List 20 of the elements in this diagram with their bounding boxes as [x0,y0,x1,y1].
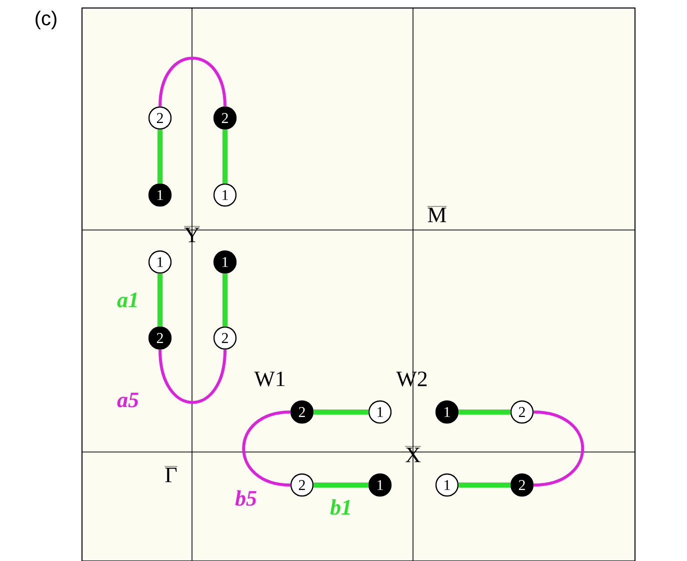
band-line [314,410,368,414]
band-label: b1 [330,499,350,515]
band-line [314,482,368,488]
panel-label: (c) [36,10,56,30]
point-label: Γ [164,466,178,482]
band-line [222,274,228,326]
band-line [458,410,510,414]
band-label: a1 [117,292,137,308]
point-label: W1 [254,372,285,386]
band-line [458,482,510,488]
band-line [158,349,226,404]
band-line [242,410,291,486]
band-label: b5 [235,490,256,506]
band-line [222,130,228,184]
point-label: M [427,206,447,222]
band-line [158,274,162,326]
band-line [158,130,162,184]
band-label: a5 [117,392,138,408]
band-line [533,410,584,486]
band-line [158,56,226,107]
